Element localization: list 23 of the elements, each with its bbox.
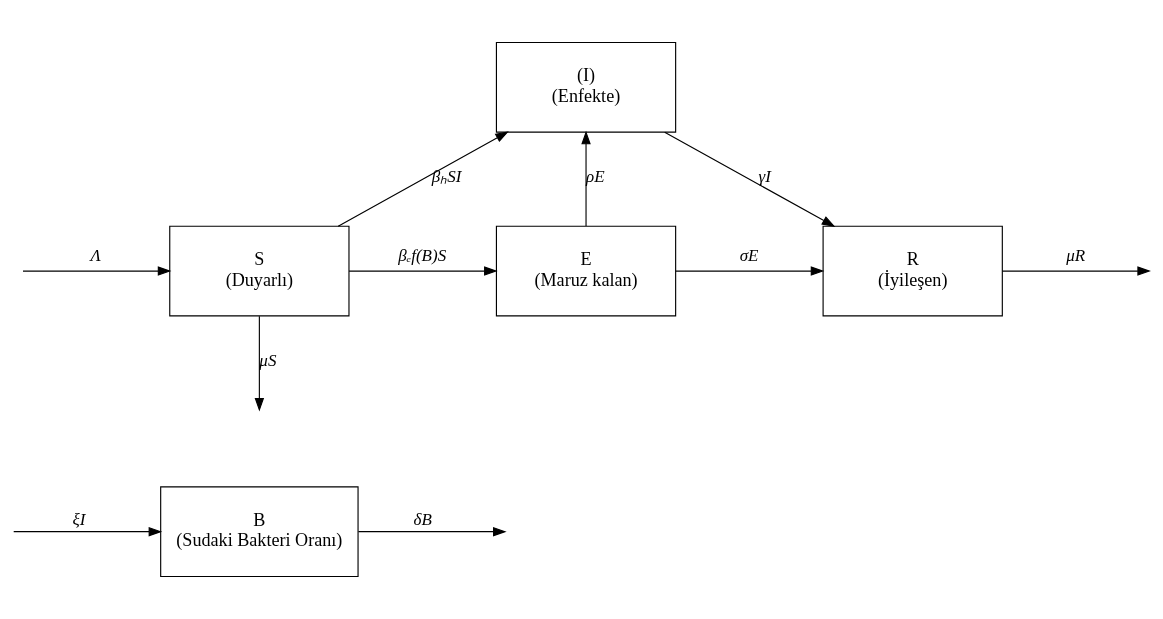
node-box: R (İyileşen) [822, 225, 1003, 317]
edge-label: Λ [90, 245, 101, 265]
arrow [337, 131, 509, 227]
arrow [348, 266, 498, 276]
arrow [1001, 266, 1151, 276]
edge-label: σE [739, 245, 759, 265]
edge-label: δB [413, 509, 432, 529]
arrow [675, 266, 825, 276]
arrow [13, 526, 163, 537]
arrow [581, 130, 591, 227]
edge-label: μR [1066, 245, 1086, 265]
arrow [22, 266, 172, 276]
arrow [357, 526, 507, 537]
edge-label: βₑf(B)S [398, 245, 447, 265]
arrow [664, 131, 836, 227]
node-box: S (Duyarlı) [169, 225, 350, 317]
edge-label: βₕSI [431, 167, 462, 187]
node-box: E (Maruz kalan) [495, 225, 677, 317]
node-box: (I) (Enfekte) [495, 41, 677, 133]
edge-label: ξI [72, 509, 86, 529]
node-box: B (Sudaki Bakteri Oranı) [160, 486, 359, 578]
arrow [254, 315, 265, 412]
edge-label: γI [758, 167, 771, 187]
